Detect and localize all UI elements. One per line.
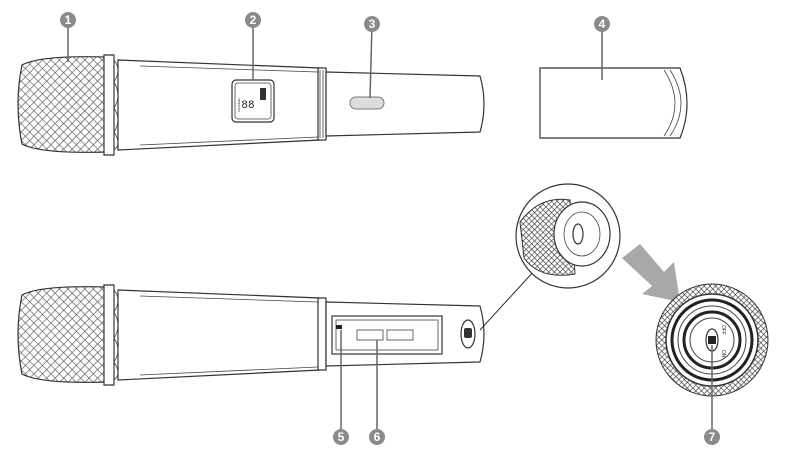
- switch-off-label: OFF: [720, 325, 726, 335]
- battery-indicator-icon: [260, 88, 266, 100]
- battery-slot-2: [386, 329, 414, 341]
- microphone-top-view: 88 CHANNEL: [17, 54, 485, 156]
- microphone-open-view: [17, 284, 485, 386]
- svg-text:5: 5: [338, 430, 345, 444]
- bottom-end-view: OFF ON: [655, 283, 769, 397]
- mic-body: [117, 59, 321, 151]
- display-channel-label: CHANNEL: [237, 97, 241, 112]
- battery-compartment: [325, 71, 485, 137]
- svg-text:6: 6: [374, 430, 381, 444]
- thread-ring: [317, 67, 327, 141]
- svg-text:2: 2: [250, 13, 257, 27]
- callout-6: 6: [369, 429, 385, 445]
- arrow-icon: [622, 244, 680, 302]
- callout-4: 4: [594, 16, 610, 32]
- callout-7: 7: [704, 429, 720, 445]
- battery-slot-1: [356, 329, 384, 341]
- mic-grille: [17, 56, 109, 153]
- callout-3: 3: [364, 16, 380, 32]
- callout-2: 2: [245, 12, 261, 28]
- switch-magnifier: [479, 183, 621, 331]
- callout-1: 1: [60, 12, 76, 28]
- ir-sensor: [336, 325, 342, 329]
- svg-text:4: 4: [599, 17, 606, 31]
- svg-text:7: 7: [709, 430, 716, 444]
- battery-cap: [539, 67, 688, 139]
- switch-on-label: ON: [720, 350, 726, 358]
- mic-grille-2: [17, 286, 109, 383]
- callout-5: 5: [333, 429, 349, 445]
- svg-text:3: 3: [369, 17, 376, 31]
- display-digits: 88: [241, 100, 254, 112]
- power-led: [349, 96, 385, 110]
- grille-ring: [103, 54, 115, 156]
- svg-text:1: 1: [65, 13, 72, 27]
